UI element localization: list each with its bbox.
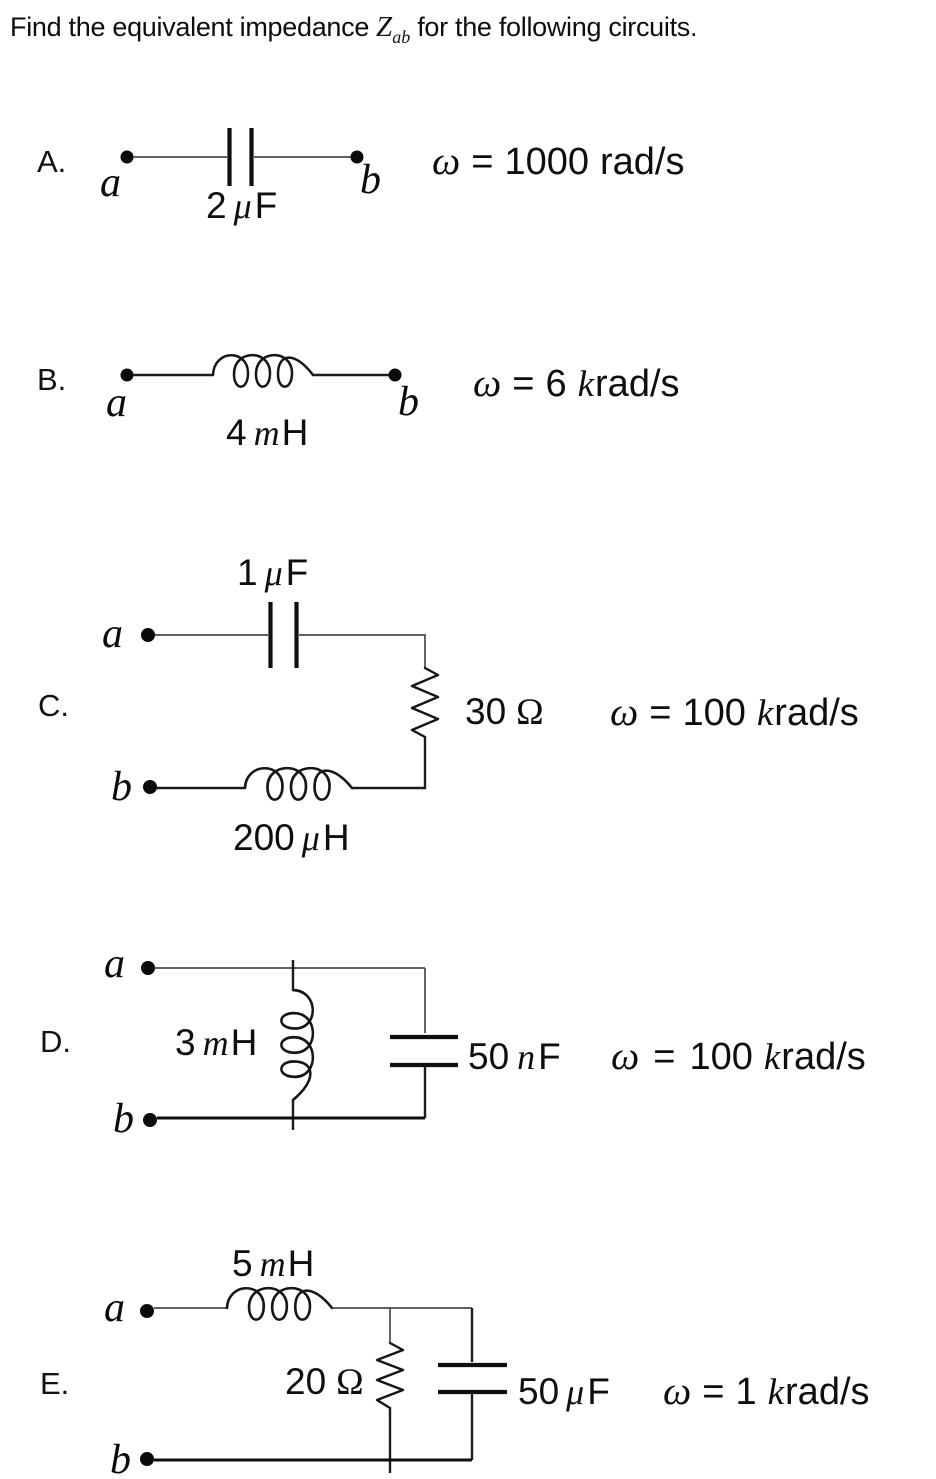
terminal-b-label: b [111,764,132,810]
circuit-e-label: E. [40,1366,69,1401]
inductor-symbol [211,353,315,388]
terminal-b-label: b [360,157,381,203]
capacitor-symbol [268,602,299,668]
resistor-symbol [375,1341,405,1410]
terminal-a-label: a [104,1285,125,1331]
circuit-c-label: C. [38,688,69,723]
terminal-a-label: a [102,611,123,657]
capacitor-symbol [227,128,254,186]
capacitor-symbol [390,1034,458,1068]
resistor-symbol [410,666,440,739]
circuit-d-label: D. [40,1024,71,1059]
terminal-b-dot [143,780,157,794]
terminal-b-dot [388,368,402,382]
wire [352,737,427,790]
capacitor-symbol [438,1362,507,1395]
terminal-b-label: b [113,1096,134,1142]
terminal-b-label: b [398,379,419,425]
terminal-a-label: a [104,941,125,987]
inductor-symbol [243,766,354,801]
wire [299,634,426,668]
terminal-a-dot [120,368,134,382]
inductor-symbol [280,988,315,1102]
terminal-a-dot [141,628,155,642]
inductor-symbol [225,1286,334,1321]
circuit-b-label: B. [37,362,66,397]
terminal-a-dot [141,961,155,975]
circuit-a-label: A. [37,144,66,179]
terminal-a-dot [140,1304,154,1318]
terminal-b-dot [350,150,364,164]
terminal-b-label: b [110,1437,131,1479]
terminal-a-label: a [100,160,121,206]
terminal-a-dot [120,150,134,164]
terminal-b-dot [140,1452,154,1466]
terminal-a-label: a [106,380,127,426]
terminal-b-dot [143,1113,157,1127]
